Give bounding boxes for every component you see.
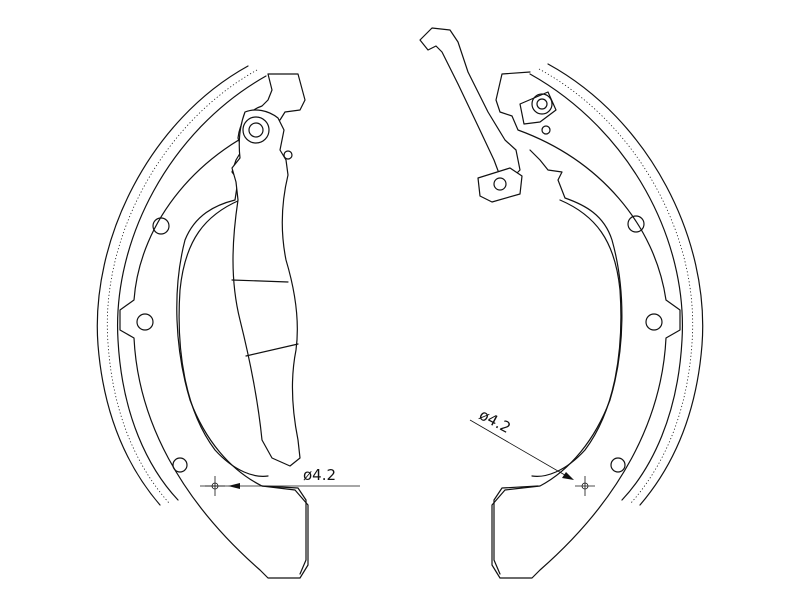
right-dim-point — [581, 482, 589, 490]
right-pivot-bolt-outer — [531, 93, 553, 115]
left-rivet-hole — [172, 457, 188, 473]
left-pivot-bolt-inner — [248, 122, 264, 138]
left-dim-label: ø4.2 — [303, 466, 336, 484]
right-small-hole — [541, 125, 551, 135]
left-lever-arm — [231, 109, 301, 467]
left-small-hole — [283, 150, 293, 160]
right-rivet-hole — [627, 215, 645, 233]
right-hook-lever — [419, 27, 521, 179]
right-rivet-hole — [610, 457, 626, 473]
left-rivet-hole — [136, 313, 154, 331]
left-dim-arrow — [228, 483, 240, 489]
right-rivet-hole — [645, 313, 663, 331]
left-dimension: ø4.2 — [200, 466, 360, 496]
left-lever-seg — [245, 343, 299, 357]
right-brake-shoe: ø4.2 — [419, 27, 704, 579]
left-pivot-bolt-outer — [242, 116, 270, 144]
left-brake-shoe: ø4.2 — [96, 65, 360, 579]
right-bracket-hole — [493, 177, 507, 191]
left-shoe-rim — [119, 73, 309, 579]
right-lining-inner — [529, 73, 684, 501]
right-pivot-bolt-inner — [536, 98, 548, 110]
right-dimension: ø4.2 — [469, 406, 595, 496]
right-dim-arrow — [562, 472, 574, 480]
right-dim-leader — [469, 419, 571, 479]
right-bracket-plate — [477, 167, 523, 203]
right-shoe-web — [531, 199, 622, 477]
left-lever-seg — [231, 279, 289, 283]
left-lining-inner — [116, 75, 267, 501]
right-shoe-rim — [491, 71, 681, 579]
left-dim-point — [211, 482, 219, 490]
left-lining-outer — [96, 65, 249, 506]
left-rivet-hole — [152, 217, 170, 235]
right-lining-hatching — [538, 68, 694, 504]
left-shoe-web — [178, 199, 269, 477]
right-lining-outer — [547, 63, 704, 506]
right-shoe-lower-ear — [493, 485, 539, 575]
left-shoe-lower-ear — [261, 485, 307, 575]
right-dim-label: ø4.2 — [476, 406, 514, 437]
